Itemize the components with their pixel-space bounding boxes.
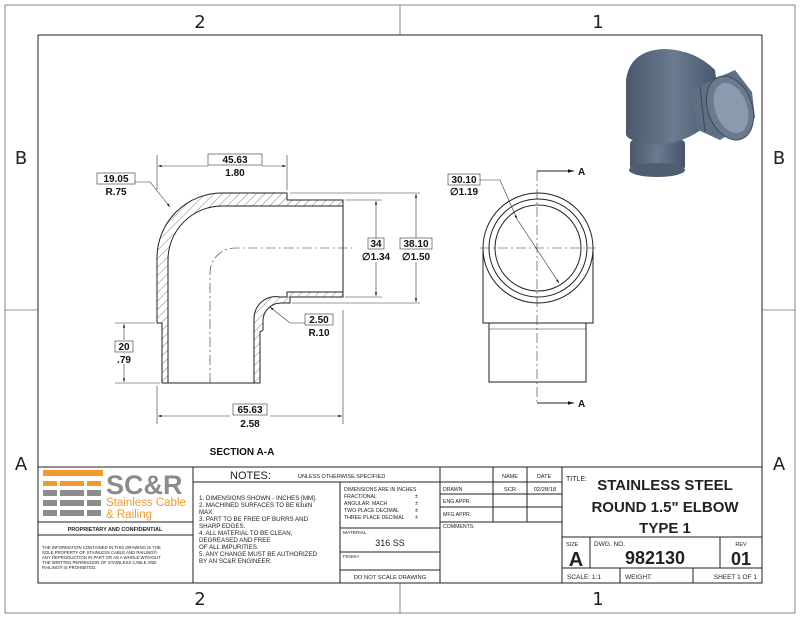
zone-label-bottom-1: 1 [592, 589, 603, 610]
company-logo: SC&R Stainless Cable & Railing [43, 470, 186, 521]
material-value: 316 SS [375, 538, 405, 548]
svg-text:THE WRITTEN PERMISSION OF STAI: THE WRITTEN PERMISSION OF STAINLESS CABL… [42, 560, 157, 565]
svg-text:DIMENSIONS ARE IN INCHES: DIMENSIONS ARE IN INCHES [344, 487, 417, 493]
notes-heading: NOTES: [230, 470, 271, 482]
rev-label: REV [735, 542, 747, 548]
dim-top-width-mm: 45.63 [222, 155, 247, 166]
front-view: A A 30.10 ∅1.19 [447, 167, 596, 410]
dim-top-width-in: 1.80 [225, 168, 245, 179]
dim-overall-width-mm: 65.63 [237, 405, 262, 416]
zone-label-bottom-2: 2 [194, 589, 205, 610]
svg-text:THE INFORMATION CONTAINED IN T: THE INFORMATION CONTAINED IN THIS DRAWIN… [42, 545, 161, 550]
notes-list: 1. DIMENSIONS SHOWN - INCHES [MM]. 2. MA… [199, 495, 318, 565]
drawing-title: STAINLESS STEEL ROUND 1.5" ELBOW TYPE 1 [591, 477, 739, 537]
section-view: 45.63 1.80 19.05 R.75 34 ∅1.34 38.10 ∅1.… [96, 153, 433, 458]
svg-text:SOLE PROPERTY OF STAINLESS CAB: SOLE PROPERTY OF STAINLESS CABLE AND RAI… [42, 550, 158, 555]
logo-mark: SC&R [106, 470, 183, 500]
centerline [209, 247, 352, 383]
comments-label: COMMENTS: [443, 524, 475, 530]
notes-subheading: UNLESS OTHERWISE SPECIFIED [298, 474, 385, 480]
dim-outer-dia-in: ∅1.50 [402, 252, 431, 263]
svg-text:RAILING® IS PROHIBITED.: RAILING® IS PROHIBITED. [42, 565, 96, 570]
outer-wall-section [156, 192, 344, 384]
svg-text:FRACTIONAL: FRACTIONAL [344, 494, 377, 500]
svg-text:2. MACHINED SURFACES TO BE 63u: 2. MACHINED SURFACES TO BE 63uIN [199, 502, 312, 509]
zone-label-right-a: A [773, 454, 786, 475]
zone-label-left-b: B [15, 148, 27, 169]
svg-text:±: ± [415, 515, 418, 521]
drawn-label: DRAWN [443, 487, 463, 493]
svg-text:MAX.: MAX. [199, 509, 214, 516]
dim-outer-radius-in: R.75 [105, 187, 127, 198]
isometric-render [626, 49, 755, 177]
rev-value: 01 [731, 549, 751, 569]
svg-text:4. ALL MATERIAL TO BE CLEAN,: 4. ALL MATERIAL TO BE CLEAN, [199, 530, 293, 537]
dim-outer-dia-mm: 38.10 [403, 239, 428, 250]
dim-bore-dia-mm: 30.10 [451, 175, 476, 186]
svg-text:±: ± [415, 501, 418, 507]
logo-line2: & Railing [106, 509, 152, 521]
dwg-no-label: DWG. NO. [594, 541, 625, 548]
svg-text:ANY REPRODUCTION IN PART OR AS: ANY REPRODUCTION IN PART OR AS A WHOLE W… [42, 555, 161, 560]
inner-wall-section [253, 291, 344, 384]
svg-text:1. DIMENSIONS SHOWN - INCHES [: 1. DIMENSIONS SHOWN - INCHES [MM]. [199, 495, 317, 502]
svg-text:±: ± [415, 494, 418, 500]
sheet-text: SHEET 1 OF 1 [714, 574, 758, 581]
section-marker-bottom: A [578, 399, 585, 410]
title-label: TITLE: [566, 476, 587, 483]
dim-inner-dia-mm: 34 [370, 239, 382, 250]
logo-line1: Stainless Cable [106, 497, 186, 509]
svg-text:±: ± [415, 508, 418, 514]
proprietary-heading: PROPRIETARY AND CONFIDENTIAL [68, 527, 163, 533]
dim-socket-len-in: .79 [117, 355, 131, 366]
dim-socket-len-mm: 20 [118, 342, 130, 353]
drawn-date: 02/28/18 [534, 487, 557, 493]
svg-text:TYPE 1: TYPE 1 [639, 520, 691, 537]
zone-label-top-1: 1 [592, 12, 603, 33]
material-label: MATERIAL [343, 530, 367, 536]
svg-text:3. PART TO BE FREE OF BURRS AN: 3. PART TO BE FREE OF BURRS AND [199, 516, 309, 523]
zone-label-right-b: B [773, 148, 785, 169]
svg-text:ROUND 1.5" ELBOW: ROUND 1.5" ELBOW [591, 499, 739, 516]
title-block: SC&R Stainless Cable & Railing PROPRIETA… [38, 466, 762, 583]
dim-outer-radius-mm: 19.05 [103, 174, 128, 185]
size-label: SIZE [566, 542, 579, 548]
svg-text:5. ANY CHANGE MUST BE AUTHORIZ: 5. ANY CHANGE MUST BE AUTHORIZED [199, 551, 318, 558]
date-header: DATE [537, 474, 552, 480]
section-marker-top: A [578, 167, 585, 178]
proprietary-text: THE INFORMATION CONTAINED IN THIS DRAWIN… [42, 545, 161, 570]
mfg-appr-label: MFG APPR. [443, 512, 471, 518]
svg-text:BY AN SC&R ENGINEER.: BY AN SC&R ENGINEER. [199, 558, 272, 565]
dwg-no-value: 982130 [625, 548, 685, 568]
svg-text:DEGREASED AND FREE: DEGREASED AND FREE [199, 537, 271, 544]
drawn-name: SCR [504, 487, 516, 493]
svg-text:TWO PLACE DECIMAL: TWO PLACE DECIMAL [344, 508, 399, 514]
scale-text: SCALE: 1:1 [567, 574, 601, 581]
svg-text:OF ALL IMPURITIES.: OF ALL IMPURITIES. [199, 544, 259, 551]
section-label: SECTION A-A [210, 447, 275, 458]
tolerances: DIMENSIONS ARE IN INCHES FRACTIONAL ANGU… [344, 487, 418, 521]
svg-text:ANGULAR: MACH: ANGULAR: MACH [344, 501, 387, 507]
dim-bore-dia-in: ∅1.19 [450, 187, 479, 198]
eng-appr-label: ENG APPR. [443, 499, 471, 505]
name-header: NAME [502, 474, 518, 480]
zone-label-left-a: A [15, 454, 28, 475]
zone-label-top-2: 2 [194, 12, 205, 33]
weight-text: WEIGHT: [625, 574, 652, 581]
dim-overall-width-in: 2.58 [240, 419, 260, 430]
sheet-border [4, 4, 796, 614]
size-value: A [569, 549, 583, 571]
do-not-scale-note: DO NOT SCALE DRAWING [354, 575, 427, 581]
svg-text:SHARP EDGES.: SHARP EDGES. [199, 523, 246, 530]
dim-inner-radius-mm: 2.50 [309, 315, 329, 326]
finish-label: FINISH [343, 554, 359, 560]
svg-text:THREE PLACE DECIMAL: THREE PLACE DECIMAL [344, 515, 405, 521]
svg-text:STAINLESS STEEL: STAINLESS STEEL [597, 477, 733, 494]
dim-inner-dia-in: ∅1.34 [362, 252, 391, 263]
dim-inner-radius-in: R.10 [308, 328, 330, 339]
